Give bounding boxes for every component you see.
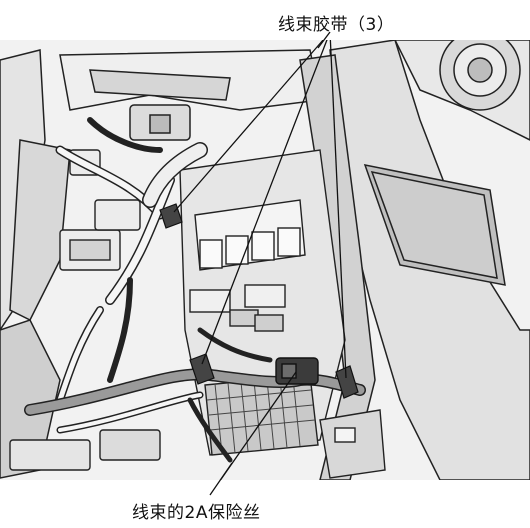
left-body-panel [0, 49, 71, 479]
top-leader-stub [317, 31, 331, 49]
right-body-panel [329, 39, 530, 481]
harness-tie-2 [189, 353, 215, 385]
lower-components [9, 409, 386, 479]
top-bracket [59, 49, 321, 141]
harness-ties-callout: 线束胶带（3） [278, 15, 395, 35]
harness-fuse-callout: 线束的2A保险丝 [132, 503, 261, 523]
right-upper-component [393, 29, 530, 141]
top-label-strip [0, 0, 530, 40]
wiring-harness [24, 117, 366, 463]
fuse-relay-box [179, 149, 346, 456]
leader-lines [173, 31, 347, 496]
bottom-leader-line [209, 462, 233, 496]
label-strip [0, 480, 530, 528]
inline-fuse-holder [275, 357, 319, 385]
